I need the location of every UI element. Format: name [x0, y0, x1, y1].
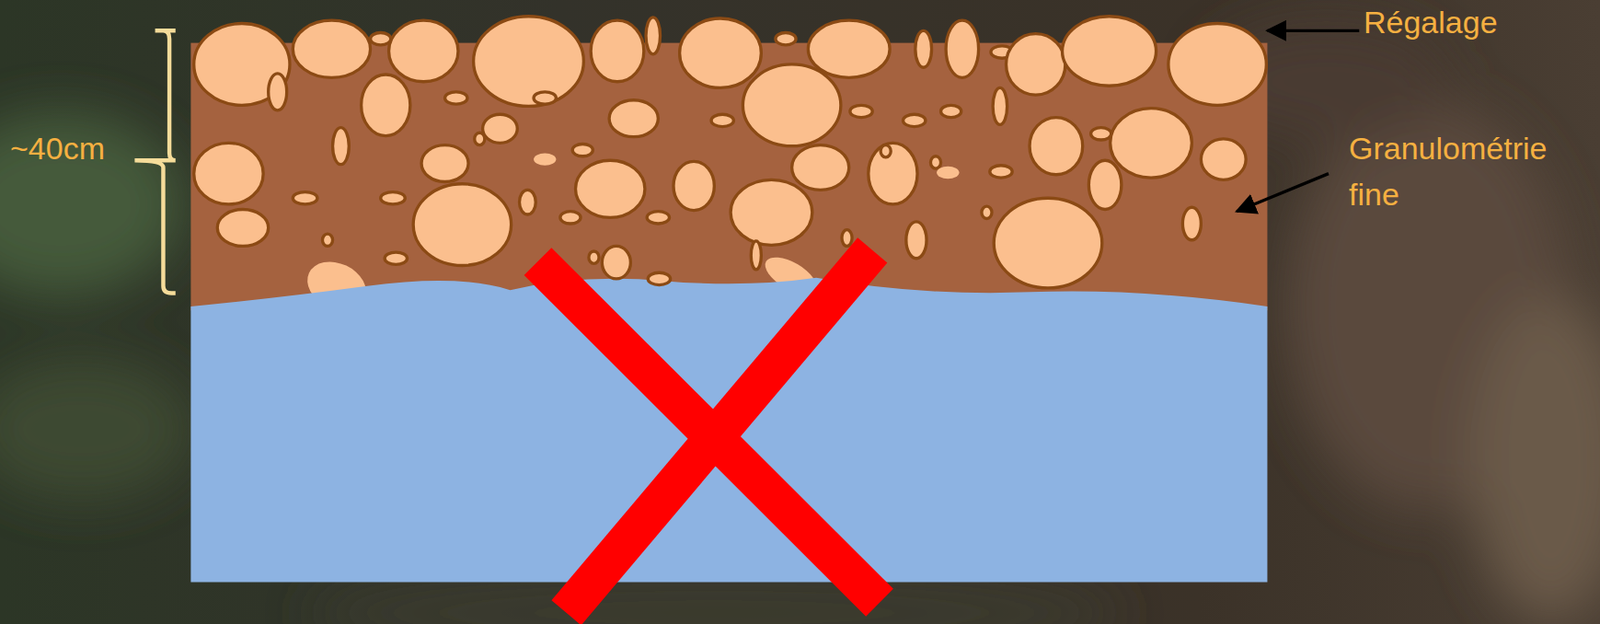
small-grains — [533, 152, 959, 179]
leader-arrow — [1266, 29, 1359, 33]
part-label: Granulométrie fine — [1348, 125, 1584, 218]
part-label: Régalage — [1363, 3, 1498, 41]
pebbles — [194, 16, 1267, 288]
dimension-label: ~40cm — [10, 129, 105, 167]
bracket — [134, 30, 175, 293]
red-cross — [537, 250, 880, 613]
background-blur — [0, 20, 1600, 624]
leader-arrow — [1236, 173, 1329, 212]
